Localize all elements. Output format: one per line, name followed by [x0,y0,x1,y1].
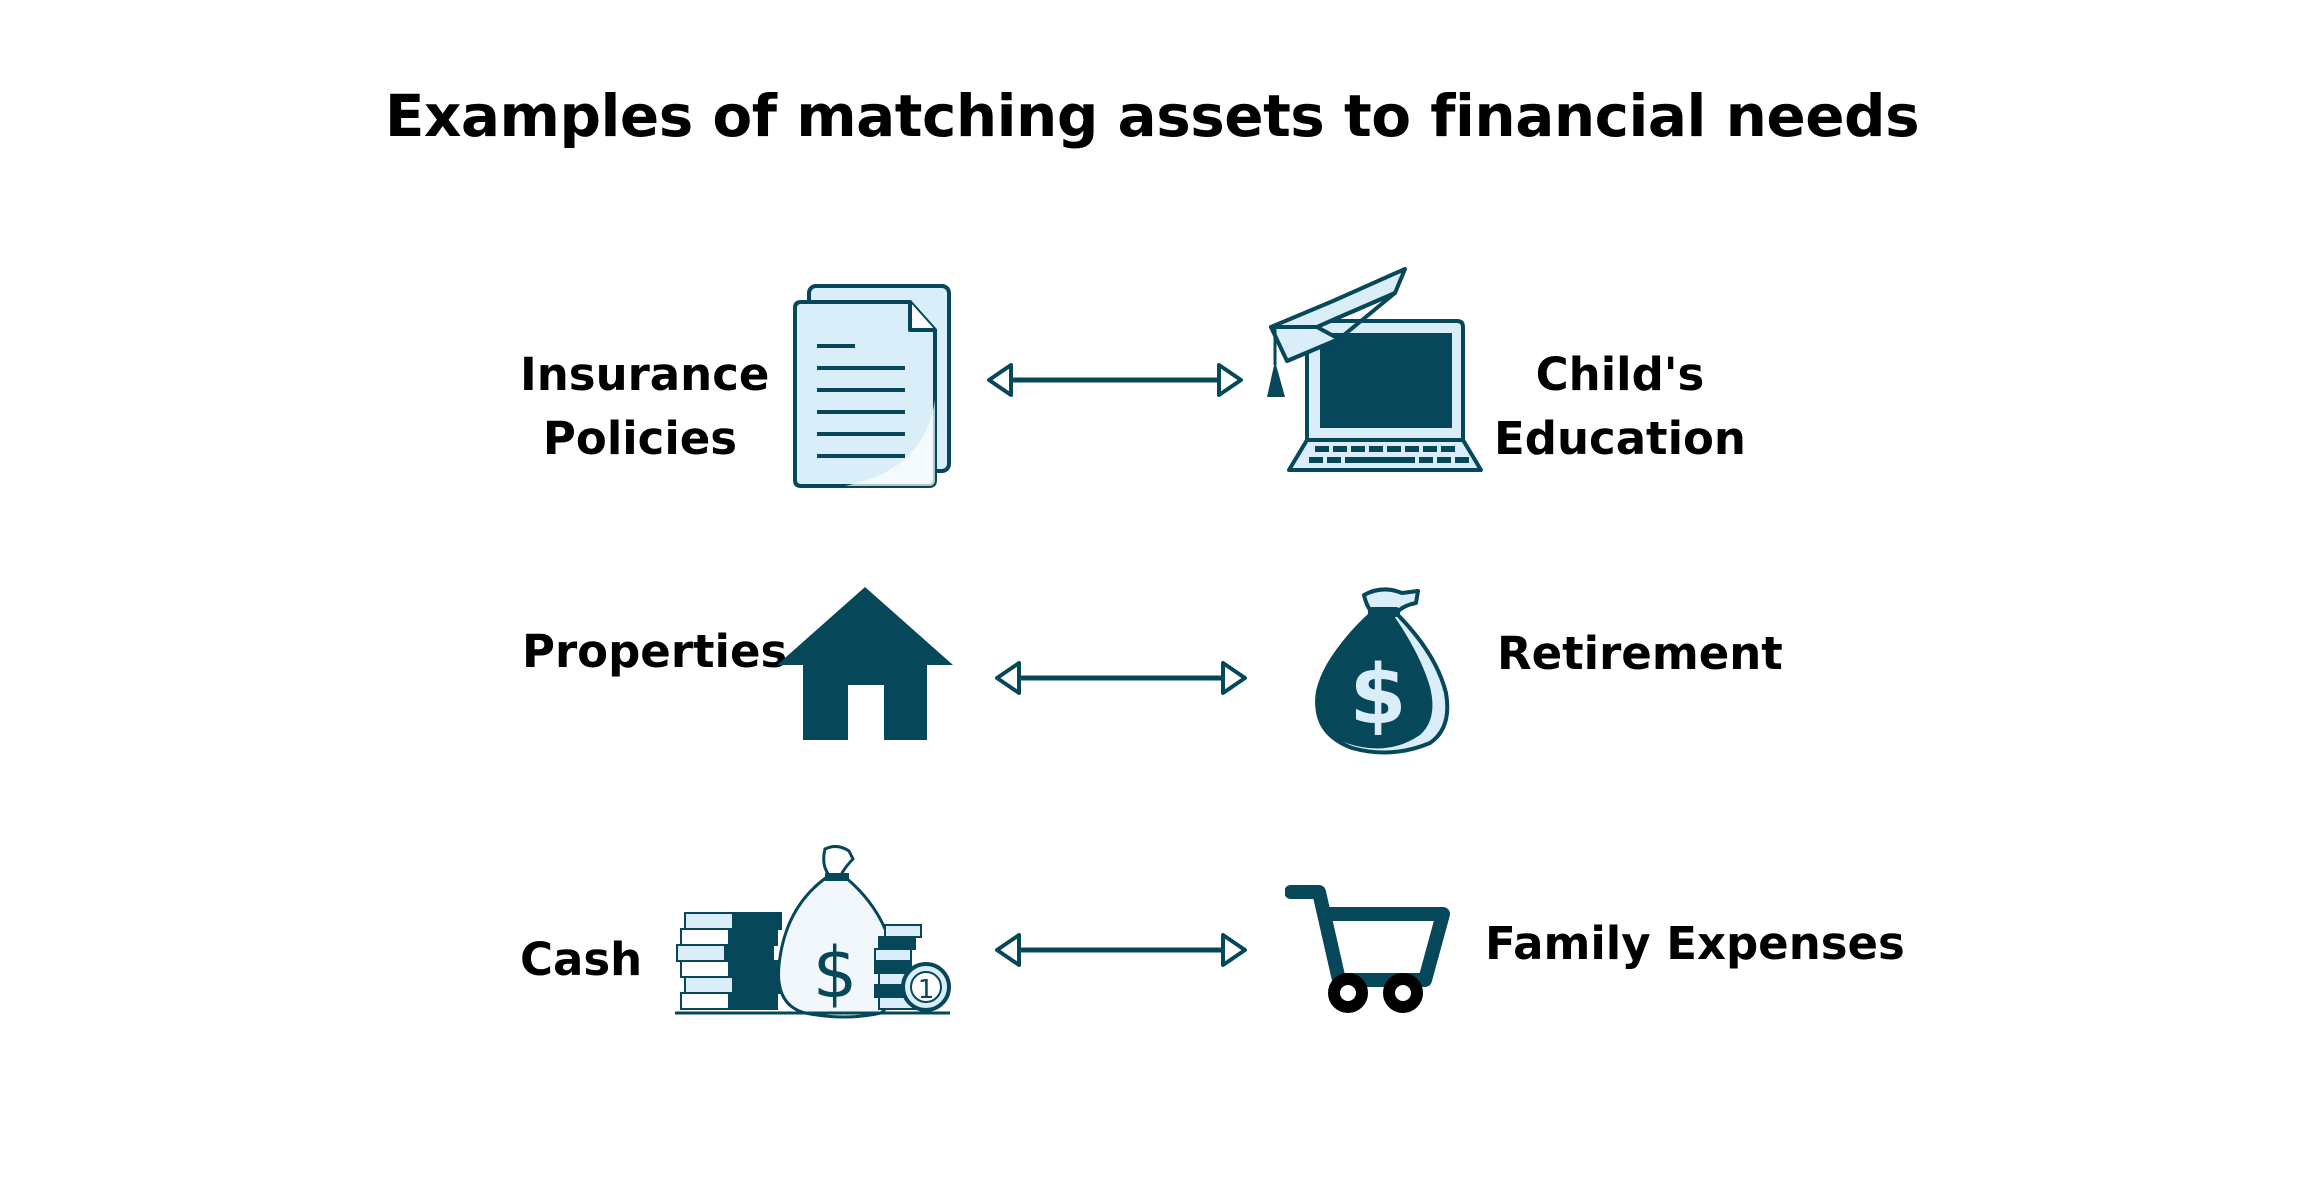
asset-label-line2: Policies [542,412,738,465]
need-label-line2: Education [1494,412,1746,465]
asset-label-properties: Properties [522,625,788,678]
asset-label-insurance-policies: Insurance Policies [520,343,770,471]
need-label-family-expenses: Family Expenses [1485,917,1905,970]
svg-text:$: $ [1349,648,1406,743]
house-icon [777,587,953,740]
cash-stack-icon: $ 1 [675,845,951,1019]
asset-label-cash: Cash [520,933,643,986]
double-arrow-row-1 [987,363,1243,397]
svg-text:$: $ [813,932,858,1014]
need-label-retirement: Retirement [1497,627,1783,680]
need-label-line1: Child's [1535,348,1705,401]
money-bag-icon: $ [1315,587,1450,755]
svg-text:1: 1 [918,975,935,1005]
double-arrow-row-3 [995,933,1247,967]
graduation-laptop-icon [1267,267,1483,472]
asset-label-line1: Insurance [520,348,770,401]
need-label-childs-education: Child's Education [1490,343,1750,471]
documents-icon [793,284,951,488]
page-title: Examples of matching assets to financial… [384,82,1920,150]
shopping-cart-icon [1285,885,1450,1013]
double-arrow-row-2 [995,661,1247,695]
